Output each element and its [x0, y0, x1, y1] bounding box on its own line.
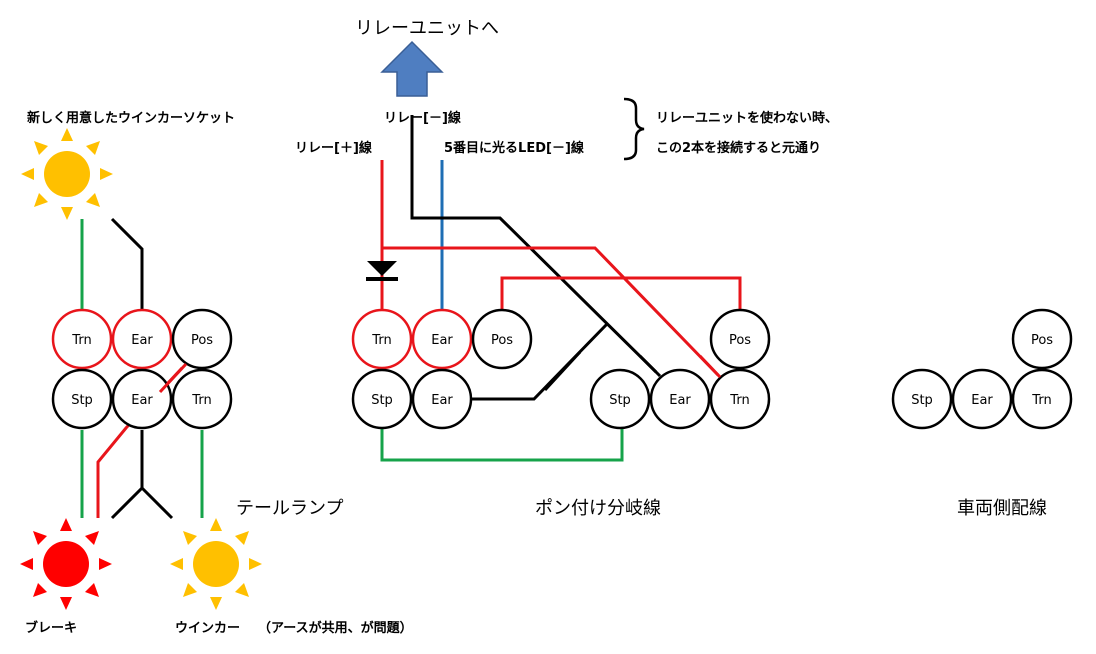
pin-stp: Stp — [911, 393, 933, 408]
relay-unit-label: リレーユニットへ — [355, 18, 499, 39]
tail-connector-top — [51, 308, 233, 370]
led-minus-label: 5番目に光るLED[－]線 — [444, 141, 584, 156]
pin-trn: Trn — [1031, 393, 1051, 408]
relay-unit-arrow-icon — [380, 40, 444, 97]
pin-pos: Pos — [729, 333, 751, 348]
pin-ear: Ear — [131, 333, 153, 348]
pin-stp: Stp — [371, 393, 393, 408]
pin-trn: Trn — [191, 393, 211, 408]
pin-stp: Stp — [71, 393, 93, 408]
pin-ear: Ear — [131, 393, 153, 408]
branch-title: ポン付け分岐線 — [535, 498, 661, 519]
new-socket-label: 新しく用意したウインカーソケット — [27, 111, 236, 126]
tail-lamp-title: テールランプ — [236, 498, 344, 519]
branch-connector-left — [351, 308, 533, 430]
diode-icon — [366, 261, 398, 281]
pin-trn: Trn — [71, 333, 91, 348]
pin-ear: Ear — [971, 393, 993, 408]
pin-pos: Pos — [1031, 333, 1053, 348]
relay-plus-label: リレー[＋]線 — [295, 141, 372, 156]
brake-lamp-icon — [20, 518, 112, 610]
note-brace — [623, 97, 645, 161]
winker-label: ウインカー — [175, 621, 241, 636]
branch-connector-right — [589, 308, 771, 430]
pin-stp: Stp — [609, 393, 631, 408]
pin-trn: Trn — [371, 333, 391, 348]
new-socket-lamp-icon — [21, 128, 113, 220]
problem-note: （アースが共用、が問題） — [258, 621, 413, 636]
pin-trn: Trn — [729, 393, 749, 408]
vehicle-title: 車両側配線 — [957, 498, 1047, 519]
pin-ear: Ear — [669, 393, 691, 408]
note-line-2: この2本を接続すると元通り — [656, 141, 822, 156]
pin-ear: Ear — [431, 333, 453, 348]
pin-ear: Ear — [431, 393, 453, 408]
winker-lamp-icon — [170, 518, 262, 610]
brake-label: ブレーキ — [25, 621, 78, 636]
pin-pos: Pos — [191, 333, 213, 348]
vehicle-connector — [891, 308, 1073, 430]
relay-minus-label: リレー[－]線 — [384, 111, 461, 126]
note-line-1: リレーユニットを使わない時、 — [656, 111, 839, 126]
pin-pos: Pos — [491, 333, 513, 348]
tail-connector-bottom — [51, 368, 233, 430]
